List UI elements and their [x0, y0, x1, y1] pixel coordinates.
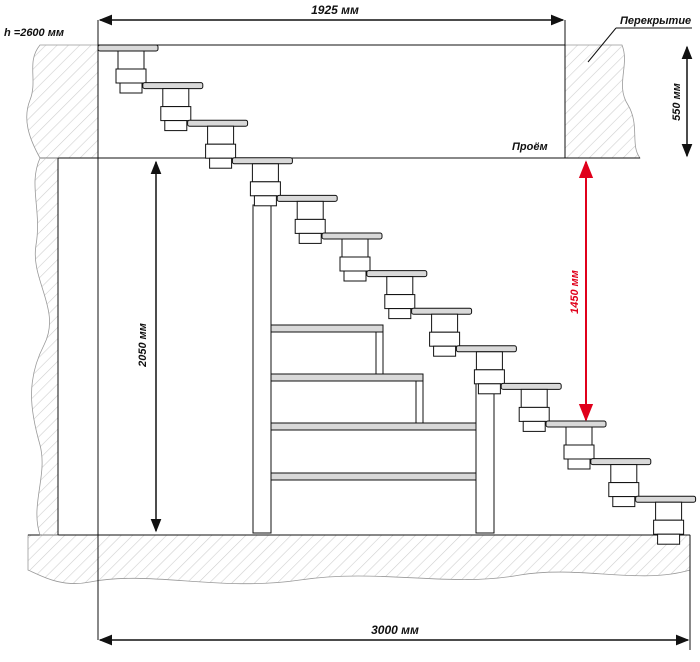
support-post [252, 204, 272, 534]
stair-module [341, 238, 369, 258]
stair-tread [635, 495, 697, 503]
dimension-bottom-width: 3000 мм [98, 623, 690, 646]
stair-module [296, 200, 324, 220]
stair-module [119, 82, 143, 94]
upper-slab [26, 44, 641, 159]
dimension-top-width: 1925 мм [98, 3, 565, 26]
stair-tread [276, 194, 338, 202]
support-posts [252, 204, 495, 534]
under-tread [270, 422, 477, 431]
dimension-slab-thickness: 550 мм [671, 45, 693, 158]
support-post [475, 379, 495, 534]
stair-module [164, 120, 188, 132]
stair-module [477, 383, 501, 395]
stair-module [253, 195, 277, 207]
slab-label: Перекрытие [620, 15, 691, 27]
height-total-label: h =2600 мм [4, 27, 64, 39]
stair-module [431, 313, 459, 333]
stair-flight [97, 44, 697, 545]
under-flight-treads [270, 324, 477, 481]
stair-module [209, 157, 233, 169]
clear-height-label: 1450 мм [569, 270, 581, 314]
under-tread [270, 373, 424, 382]
stair-module [160, 106, 192, 122]
stair-module [522, 420, 546, 432]
stair-tread [590, 458, 652, 466]
stair-module [608, 482, 640, 498]
under-tread-riser [375, 331, 384, 375]
stair-module [162, 88, 190, 108]
slab-callout: Перекрытие [587, 15, 692, 63]
stair-module [612, 496, 636, 508]
stair-module [653, 519, 685, 535]
stair-tread [455, 345, 517, 353]
dimension-floor-to-opening: 2050 мм [137, 160, 162, 533]
stair-tread [545, 420, 607, 428]
stair-tread [321, 232, 383, 240]
stair-tread [366, 270, 428, 278]
under-tread [270, 472, 477, 481]
stair-module [518, 406, 550, 422]
stair-module [433, 345, 457, 357]
stair-module [207, 125, 235, 145]
stair-module [251, 163, 279, 183]
stair-module [610, 464, 638, 484]
dimension-clear-height: 1450 мм [569, 160, 594, 422]
stair-tread [187, 119, 249, 127]
stair-module [115, 68, 147, 84]
stair-module [565, 426, 593, 446]
stair-tread [97, 44, 159, 52]
stair-module [117, 50, 145, 70]
stair-module [475, 351, 503, 371]
stair-module [657, 533, 681, 545]
stair-module [567, 458, 591, 470]
stair-tread [500, 382, 562, 390]
stair-module [563, 444, 595, 460]
stair-tread [142, 82, 204, 90]
stair-module [294, 218, 326, 234]
stair-module [249, 181, 281, 197]
stair-module [473, 369, 505, 385]
stair-module [339, 256, 371, 272]
stair-tread [411, 307, 473, 315]
stair-module [343, 270, 367, 282]
stair-module [386, 276, 414, 296]
slab-thickness-label: 550 мм [671, 83, 683, 121]
floor-slab [27, 534, 691, 585]
left-wall [31, 157, 59, 536]
floor-to-opening-label: 2050 мм [137, 323, 149, 368]
under-tread-riser [415, 380, 424, 424]
stair-module [429, 331, 461, 347]
under-tread [270, 324, 384, 333]
stair-module [388, 308, 412, 320]
stair-module [205, 143, 237, 159]
opening-label: Проём [512, 141, 548, 153]
dimension-top-label: 1925 мм [311, 3, 359, 17]
dimension-bottom-label: 3000 мм [371, 623, 419, 637]
stair-tread [231, 157, 293, 165]
stair-module [655, 501, 683, 521]
stair-module [520, 388, 548, 408]
stair-module [384, 294, 416, 310]
stair-module [298, 232, 322, 244]
